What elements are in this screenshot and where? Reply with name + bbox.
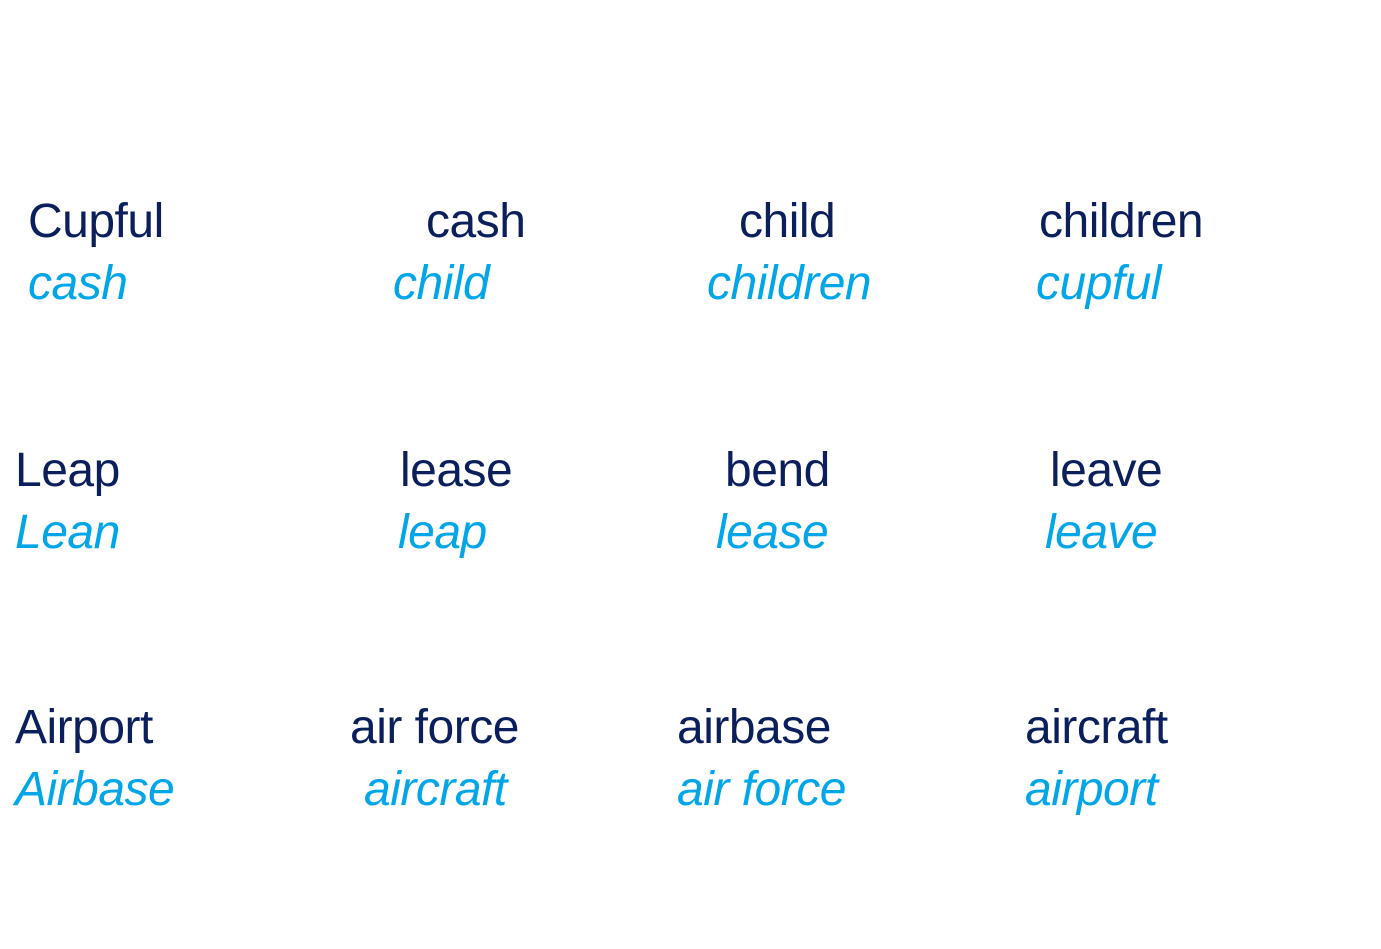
word-secondary: aircraft: [364, 763, 507, 816]
word-secondary: children: [707, 257, 872, 310]
word-primary: cash: [426, 195, 526, 248]
word-secondary: Airbase: [15, 763, 175, 816]
word-primary: child: [739, 195, 836, 248]
word-primary: children: [1039, 195, 1204, 248]
word-primary: Leap: [15, 444, 120, 497]
word-primary: lease: [400, 444, 513, 497]
word-primary: Cupful: [28, 195, 164, 248]
word-secondary: airport: [1025, 763, 1158, 816]
word-secondary: Lean: [15, 506, 120, 559]
word-secondary: lease: [716, 506, 829, 559]
word-primary: air force: [350, 701, 519, 754]
word-secondary: cash: [28, 257, 128, 310]
word-secondary: child: [393, 257, 490, 310]
word-secondary: leap: [398, 506, 487, 559]
word-primary: aircraft: [1025, 701, 1168, 754]
word-secondary: cupful: [1036, 257, 1162, 310]
word-primary: bend: [725, 444, 830, 497]
word-primary: airbase: [677, 701, 831, 754]
word-primary: Airport: [15, 701, 153, 754]
word-secondary: air force: [677, 763, 846, 816]
word-primary: leave: [1050, 444, 1163, 497]
word-secondary: leave: [1045, 506, 1158, 559]
